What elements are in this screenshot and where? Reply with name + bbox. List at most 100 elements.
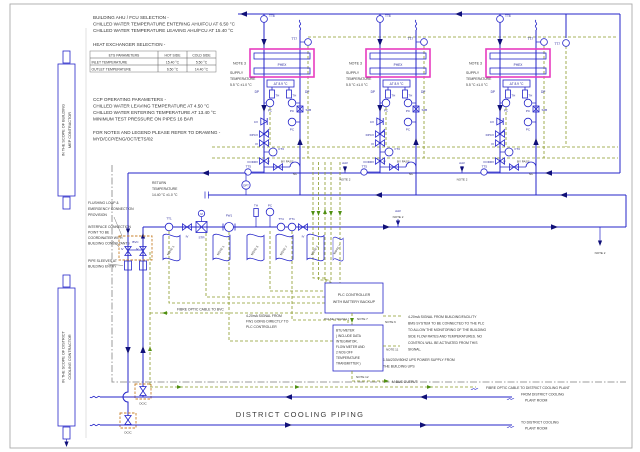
btu-line: FLOW METER AND <box>336 345 365 349</box>
note7-label: NOTE 7 <box>279 245 289 256</box>
fibre-bvc-label: FIBRE OPTIC CABLE TO BVC <box>177 308 224 312</box>
table-cell: INLET TEMPERATURE <box>92 61 129 65</box>
signal-arrow-down <box>338 211 342 216</box>
note5-label: NOTE 5 <box>250 245 260 256</box>
pipe-break-icon <box>89 423 101 427</box>
note-line: CCP OPERATING PARAMETERS - <box>93 97 166 102</box>
heat-exchanger-branch-3 <box>466 14 550 195</box>
btu-line: TRANSMITTER ) <box>336 362 361 366</box>
note7-label: NOTE 7 <box>332 244 342 255</box>
dcic-valve <box>139 386 147 396</box>
drain-arrow <box>597 240 603 246</box>
note2-label: NOTE 2 <box>340 178 351 182</box>
ft3-flow-meter <box>268 147 278 157</box>
signal-arrow-left <box>162 311 167 315</box>
heat-exchanger-branch: TT6 TT7 PHEX NOTE 3 SUPPLY TEMPERATURE 5… <box>230 14 315 195</box>
signal-arrow-right <box>295 385 300 389</box>
dpt-tag: DPT <box>243 183 249 187</box>
supply-temp-line1: SUPPLY <box>230 71 244 75</box>
nc-label: NC <box>293 172 298 176</box>
fibre-plant-label: FIBRE OPTIC CABLE TO DISTRICT COOLING PL… <box>486 386 570 390</box>
note-line: CHILLED WATER TEMPERATURE ENTERING AHU/F… <box>93 22 236 27</box>
note6-label: NOTE 6 <box>385 320 396 324</box>
scope-boundary-line <box>111 165 626 383</box>
phex-highlight-box <box>249 48 315 78</box>
bms-signal-wiring <box>168 36 618 342</box>
mbus-output-label: M BUS OUTPUT <box>392 380 418 384</box>
pt1-signal-run <box>291 231 349 325</box>
scope-connector <box>62 426 71 440</box>
btu-line: INTEGRATOR, <box>336 340 358 344</box>
tt7-tag: TT7 <box>554 42 560 46</box>
note-callouts: NOTE 1 NOTE 1 NOTE 5 NOTE 7 NOTE 6 NOTE … <box>162 233 344 262</box>
flow-arrow-up <box>140 346 146 353</box>
scope-label-building: IN THE SCOPE OF BUILDING MEP CONTRACTOR <box>57 50 76 210</box>
pressure-gauge <box>287 98 297 108</box>
pressure-gauge <box>287 117 297 127</box>
scope-building-line2: MEP CONTRACTOR <box>68 112 72 148</box>
design-notes-block: BUILDING AHU / FCU SELECTION - CHILLED W… <box>89 15 236 142</box>
tt5-tag: TT5 <box>246 165 252 169</box>
ups-note-line: THE BUILDING UPS <box>383 365 415 369</box>
bvc-label: BVC <box>132 240 139 244</box>
sheet-border <box>9 3 633 449</box>
pc-tag: PC <box>290 109 295 113</box>
bms-signal-note: CONTROL WILL BE ACTIVATED FROM THIS <box>408 341 478 345</box>
plc-label-line1: PLC CONTROLLER <box>338 293 371 297</box>
flow-arrow-down <box>261 105 267 112</box>
to-plant-label-line2: PLANT ROOM <box>525 427 548 431</box>
aav-tap: AAV NOTE 2 <box>340 161 351 182</box>
pc-tag: PC <box>268 109 273 113</box>
interface-note-line: POINT TO BE <box>88 231 110 235</box>
note-line: CHILLED WATER TEMPERATURE LEAVING AHU/FC… <box>93 28 234 33</box>
th-tag: TH <box>293 94 297 98</box>
motor-tag: M <box>200 212 203 216</box>
return-temp-line: RETURN <box>152 181 167 185</box>
dpcv-tag: DPCV <box>250 133 258 137</box>
tt5-instrument <box>244 168 252 176</box>
return-temp-line: 14.40 °C ±1.0 °C <box>152 193 178 197</box>
fw1-signal-note: 4-20mA SIGNAL FROM <box>246 314 282 318</box>
btu-meter-box <box>332 324 384 372</box>
ets-parameters-table: ETS PARAMETERS HOT SIDE COLD SIDE INLET … <box>89 50 217 73</box>
aav-tag: AAV <box>342 161 348 165</box>
btu-line: ( INCLUDE DATA <box>336 334 362 338</box>
pulse-signal-label: PULSE [ SIGNAL ] <box>324 317 349 321</box>
drawing-title: DISTRICT COOLING PIPING <box>236 410 365 419</box>
note3-label: NOTE 3 <box>233 62 246 66</box>
pc-tag: PC <box>268 204 273 208</box>
note11-label: NOTE 11 <box>386 348 399 352</box>
flow-arrow <box>455 11 462 17</box>
btu-line: TEMPERATURE <box>336 356 360 360</box>
thermometer <box>286 89 292 99</box>
fw1-signal-run <box>228 232 333 342</box>
header-end-cap <box>204 191 209 199</box>
table-header: HOT SIDE <box>165 54 182 58</box>
fw1-signal-note: PLC CONTROLLER <box>246 325 277 329</box>
fw1-signal-note: FW1 GOING DIRECTLY TO <box>246 320 289 324</box>
plc-controller-box <box>324 282 384 314</box>
scope-connector <box>62 196 71 210</box>
drawing-reference: MYD/CCP/ENG/OCT/ETS/02 <box>93 137 153 142</box>
flow-arrow <box>240 11 247 17</box>
flushing-note-line: FLUSHING LOOP & <box>88 201 119 205</box>
flow-arrow-down <box>125 347 131 354</box>
pipe-sleeve <box>124 260 132 271</box>
flow-arrow <box>383 224 390 230</box>
signal-arrow-down <box>329 211 333 216</box>
leader-squiggle <box>506 426 515 428</box>
flow-arrow-right <box>285 422 292 428</box>
signal-arrow-right <box>427 385 432 389</box>
interface-note-line: BUILDING CONSULTANTS <box>88 242 130 246</box>
dcic-valve-station-2 <box>120 413 136 435</box>
interface-note-line: COORDINATED WITH <box>88 236 123 240</box>
tt4-tag: TT4 <box>278 217 284 221</box>
tt4-instrument <box>276 222 286 232</box>
note6-label: NOTE 6 <box>310 245 320 256</box>
from-plant-label-line2: PLANT ROOM <box>525 399 548 403</box>
signal-arrow-right <box>177 385 182 389</box>
flow-arrow-down <box>125 228 131 234</box>
district-cooling-mains: FROM DISTRICT COOLING PLANT ROOM TO DIST… <box>89 393 564 431</box>
flow-arrow-up <box>297 138 303 145</box>
